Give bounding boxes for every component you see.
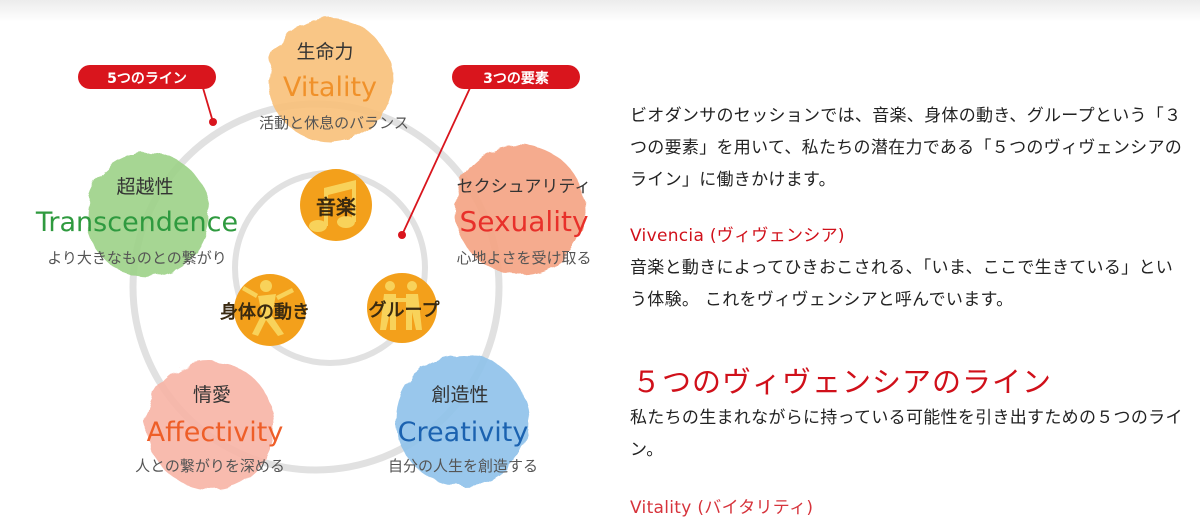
callout-five-lines-label: 5つのライン	[107, 71, 187, 87]
group-label: グループ	[369, 299, 441, 321]
sexuality-en: Sexuality	[459, 205, 588, 238]
affectivity-en: Affectivity	[147, 417, 284, 448]
transcendence-desc: より大きなものとの繋がり	[47, 249, 227, 267]
line-transcendence: 超越性 Transcendence より大きなものとの繋がり	[35, 153, 238, 277]
line-creativity: 創造性 Creativity 自分の人生を創造する	[388, 354, 538, 486]
callout-three-elements-label: 3つの要素	[483, 70, 549, 87]
affectivity-desc: 人との繋がりを深める	[135, 457, 285, 475]
group-icon	[380, 281, 422, 330]
music-note-icon	[309, 180, 356, 232]
affectivity-jp: 情愛	[193, 384, 231, 406]
affectivity-blob	[146, 361, 274, 489]
vitality-jp: 生命力	[296, 41, 353, 63]
top-shade	[0, 0, 1200, 22]
vitality-blob	[268, 18, 392, 142]
creativity-en: Creativity	[398, 417, 529, 448]
transcendence-jp: 超越性	[116, 176, 173, 198]
creativity-blob	[396, 354, 528, 486]
sexuality-jp: セクシュアリティ	[457, 177, 592, 197]
callout-three-elements: 3つの要素	[398, 65, 580, 239]
intro-paragraph: ビオダンサのセッションでは、音楽、身体の動き、グループという「３つの要素」を用い…	[630, 106, 1183, 190]
element-music: 音楽	[300, 169, 372, 241]
vivencia-text: 音楽と動きによってひきおこされる、「いま、ここで生きている」という体験。 これを…	[630, 258, 1174, 310]
five-lines-heading: ５つのヴィヴェンシアのライン	[632, 365, 1053, 399]
line-sexuality: セクシュアリティ Sexuality 心地よさを受け取る	[455, 145, 592, 275]
music-label: 音楽	[316, 195, 357, 219]
creativity-jp: 創造性	[431, 384, 488, 406]
sexuality-desc: 心地よさを受け取る	[456, 249, 591, 267]
vitality-en: Vitality	[283, 72, 377, 103]
vivencia-title: Vivencia (ヴィヴェンシア)	[630, 226, 845, 246]
transcendence-blob	[86, 153, 210, 277]
vitality-desc: 活動と休息のバランス	[259, 114, 409, 132]
transcendence-en: Transcendence	[35, 207, 238, 238]
callout-five-lines: 5つのライン	[78, 65, 217, 126]
body-movement-label: 身体の動き	[220, 301, 310, 323]
dancer-icon	[242, 280, 294, 336]
sexuality-blob	[455, 145, 585, 275]
line-affectivity: 情愛 Affectivity 人との繋がりを深める	[135, 361, 285, 489]
line-vitality: 生命力 Vitality 活動と休息のバランス	[259, 18, 409, 142]
vivencia-diagram: 5つのライン 3つの要素 生命力 Vitality 活動と休息のバランス セクシ…	[35, 18, 592, 489]
next-section-title: Vitality (バイタリティ)	[630, 498, 814, 518]
creativity-desc: 自分の人生を創造する	[388, 457, 538, 475]
element-group: グループ	[367, 273, 440, 343]
five-lines-text: 私たちの生まれながらに持っている可能性を引き出すための５つのライン。	[630, 408, 1183, 460]
element-body-movement: 身体の動き	[220, 274, 310, 346]
